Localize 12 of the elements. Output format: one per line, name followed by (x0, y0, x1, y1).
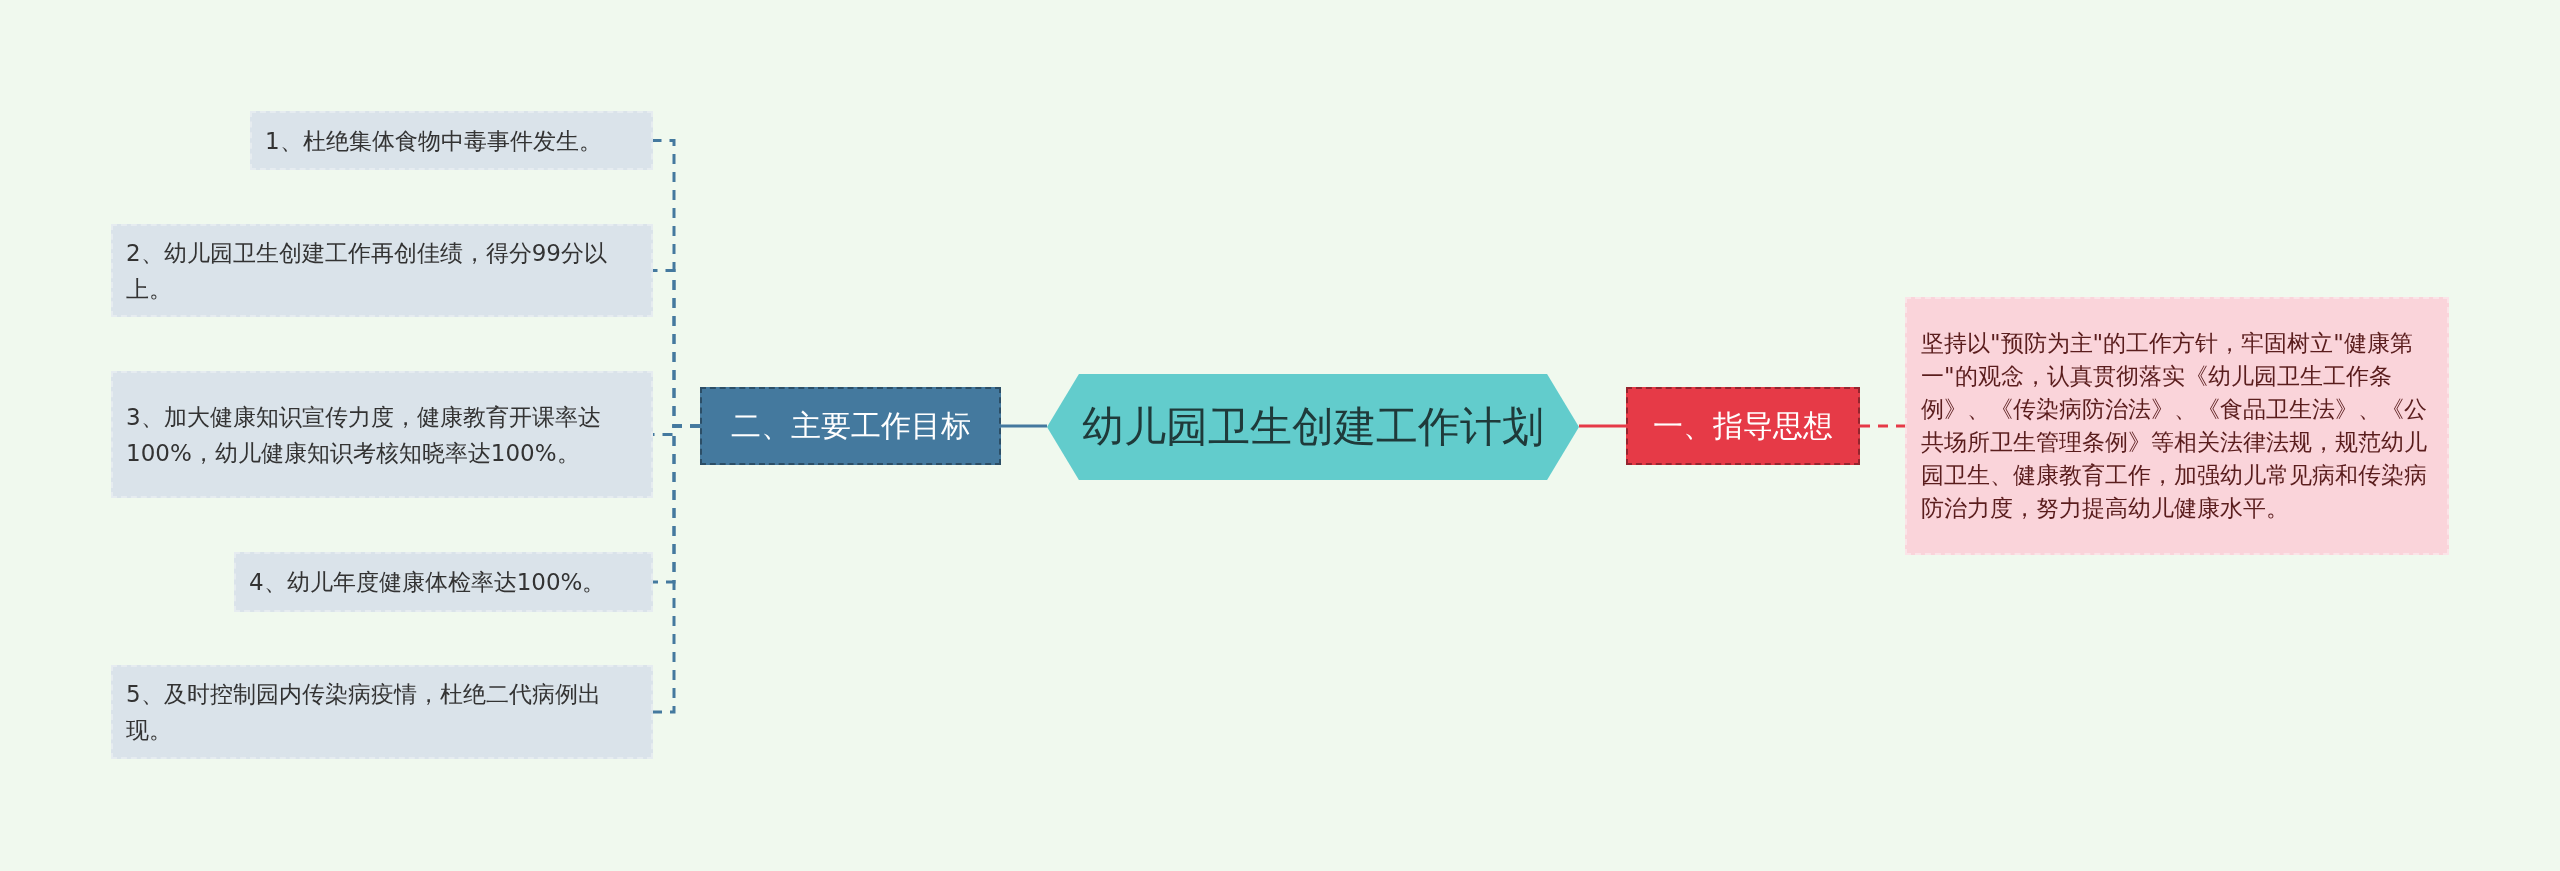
text-box: 坚持以"预防为主"的工作方针，牢固树立"健康第一"的观念，认真贯彻落实《幼儿园卫生工作条例》、《传染病防治法》、《食品卫生法》、《公共场所卫生管理条例》等相关法律法规，规范幼儿园卫生、健康教育工作，加强幼儿常见病和传染病防治力度，努力提高幼儿健康水平。 (1905, 297, 2449, 555)
branch-box: 二、主要工作目标 (700, 387, 1001, 465)
connector-line (1579, 424, 1626, 428)
goal-box: 4、幼儿年度健康体检率达100%。 (234, 552, 653, 612)
branch-box: 一、指导思想 (1626, 387, 1860, 465)
connector-line (1860, 424, 1905, 428)
connector-line (1001, 424, 1047, 428)
goal-box: 2、幼儿园卫生创建工作再创佳绩，得分99分以上。 (111, 224, 653, 317)
goal-box: 1、杜绝集体食物中毒事件发生。 (250, 111, 653, 170)
goal-box: 5、及时控制园内传染病疫情，杜绝二代病例出现。 (111, 665, 653, 759)
connector-line (653, 424, 700, 714)
goal-box: 3、加大健康知识宣传力度，健康教育开课率达100%，幼儿健康知识考核知晓率达100%。 (111, 371, 653, 498)
